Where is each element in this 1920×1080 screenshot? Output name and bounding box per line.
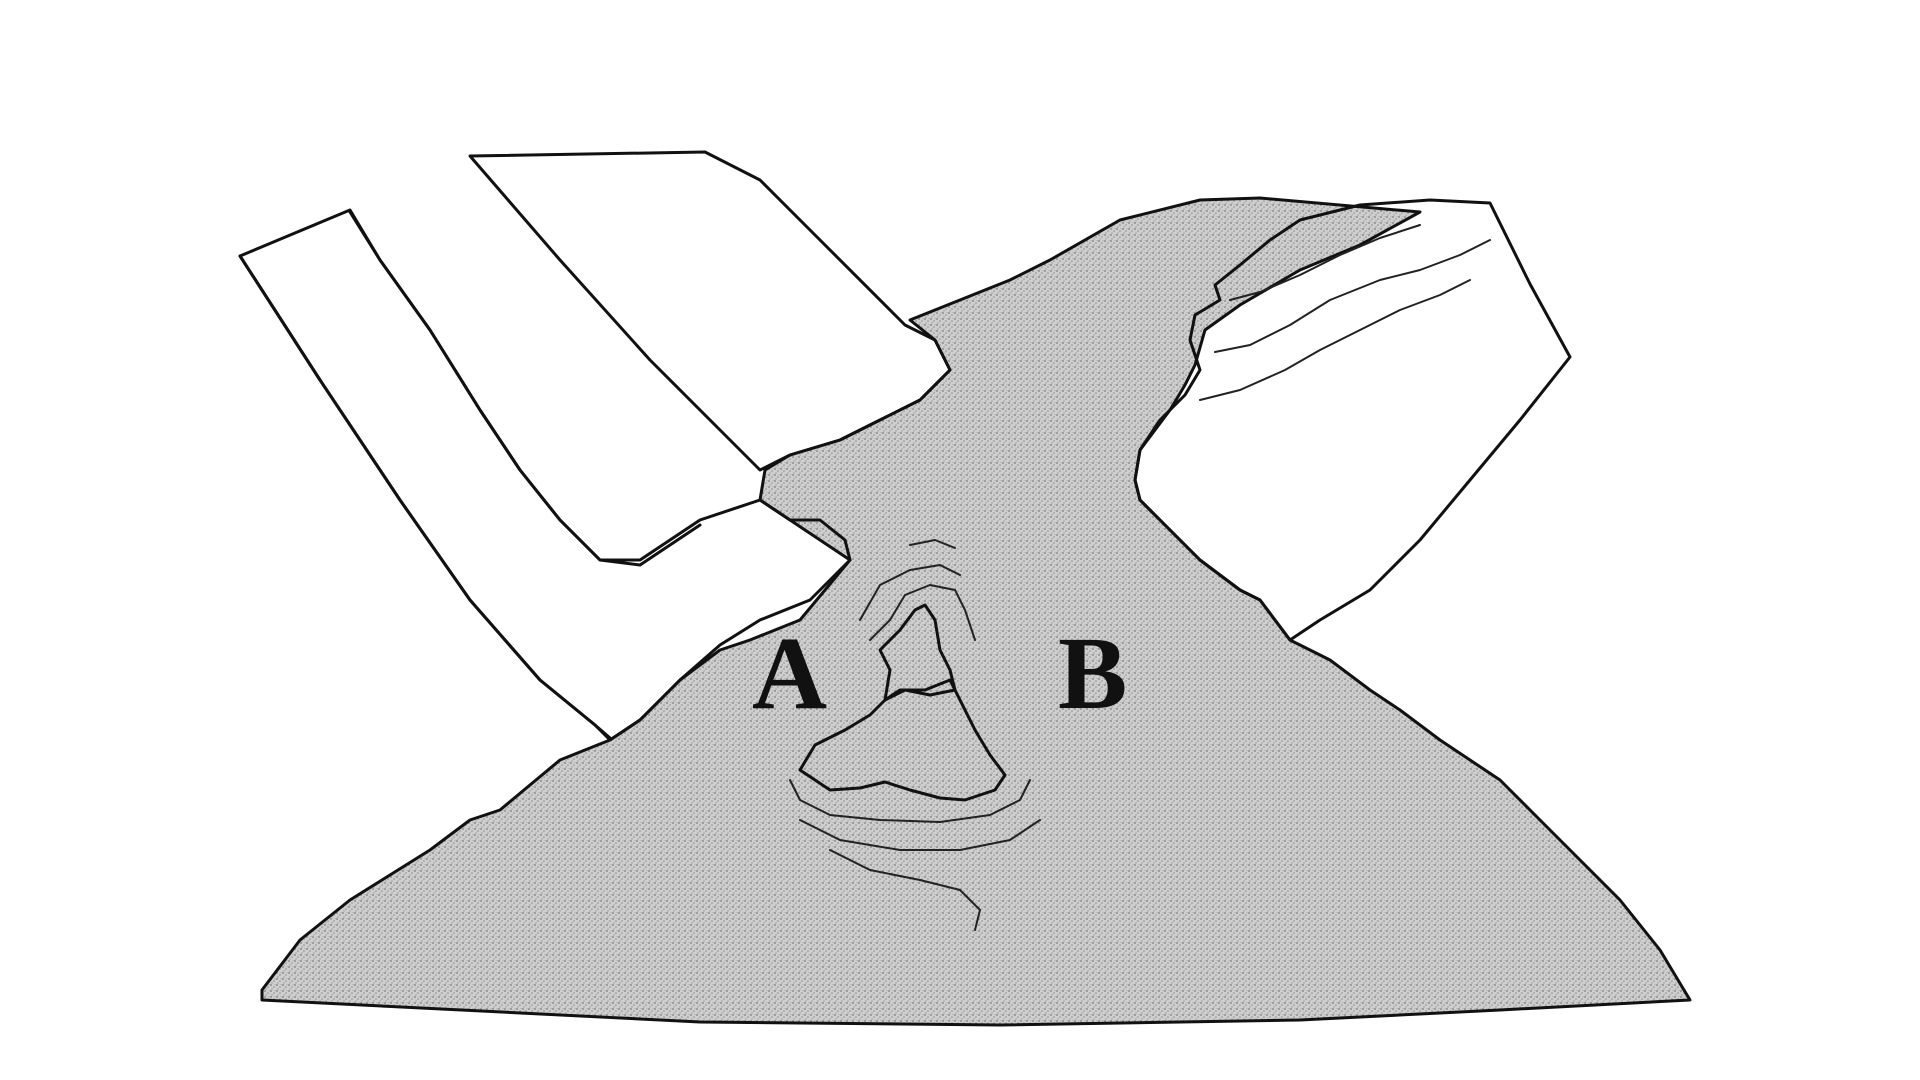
left-body-upper [468,150,952,472]
contour-line-4 [869,584,976,641]
label-a: A [752,616,827,731]
right-body-finger-3 [1229,224,1421,301]
right-body-finger-1 [1214,239,1491,353]
contour-line-5 [859,564,961,621]
contour-line-6 [909,539,956,549]
shaded-fill-region [260,196,1692,1027]
left-body-lower-edge [238,254,612,740]
right-body-finger-2 [1199,279,1471,401]
contour-line-3 [829,849,981,931]
contour-line-2 [799,819,1041,851]
label-b: B [1058,616,1127,731]
right-body [1133,198,1572,642]
central-void [798,678,1007,802]
left-body-middle-edge [348,210,702,567]
central-void-upper [878,603,957,702]
contour-line-1 [789,779,1031,823]
